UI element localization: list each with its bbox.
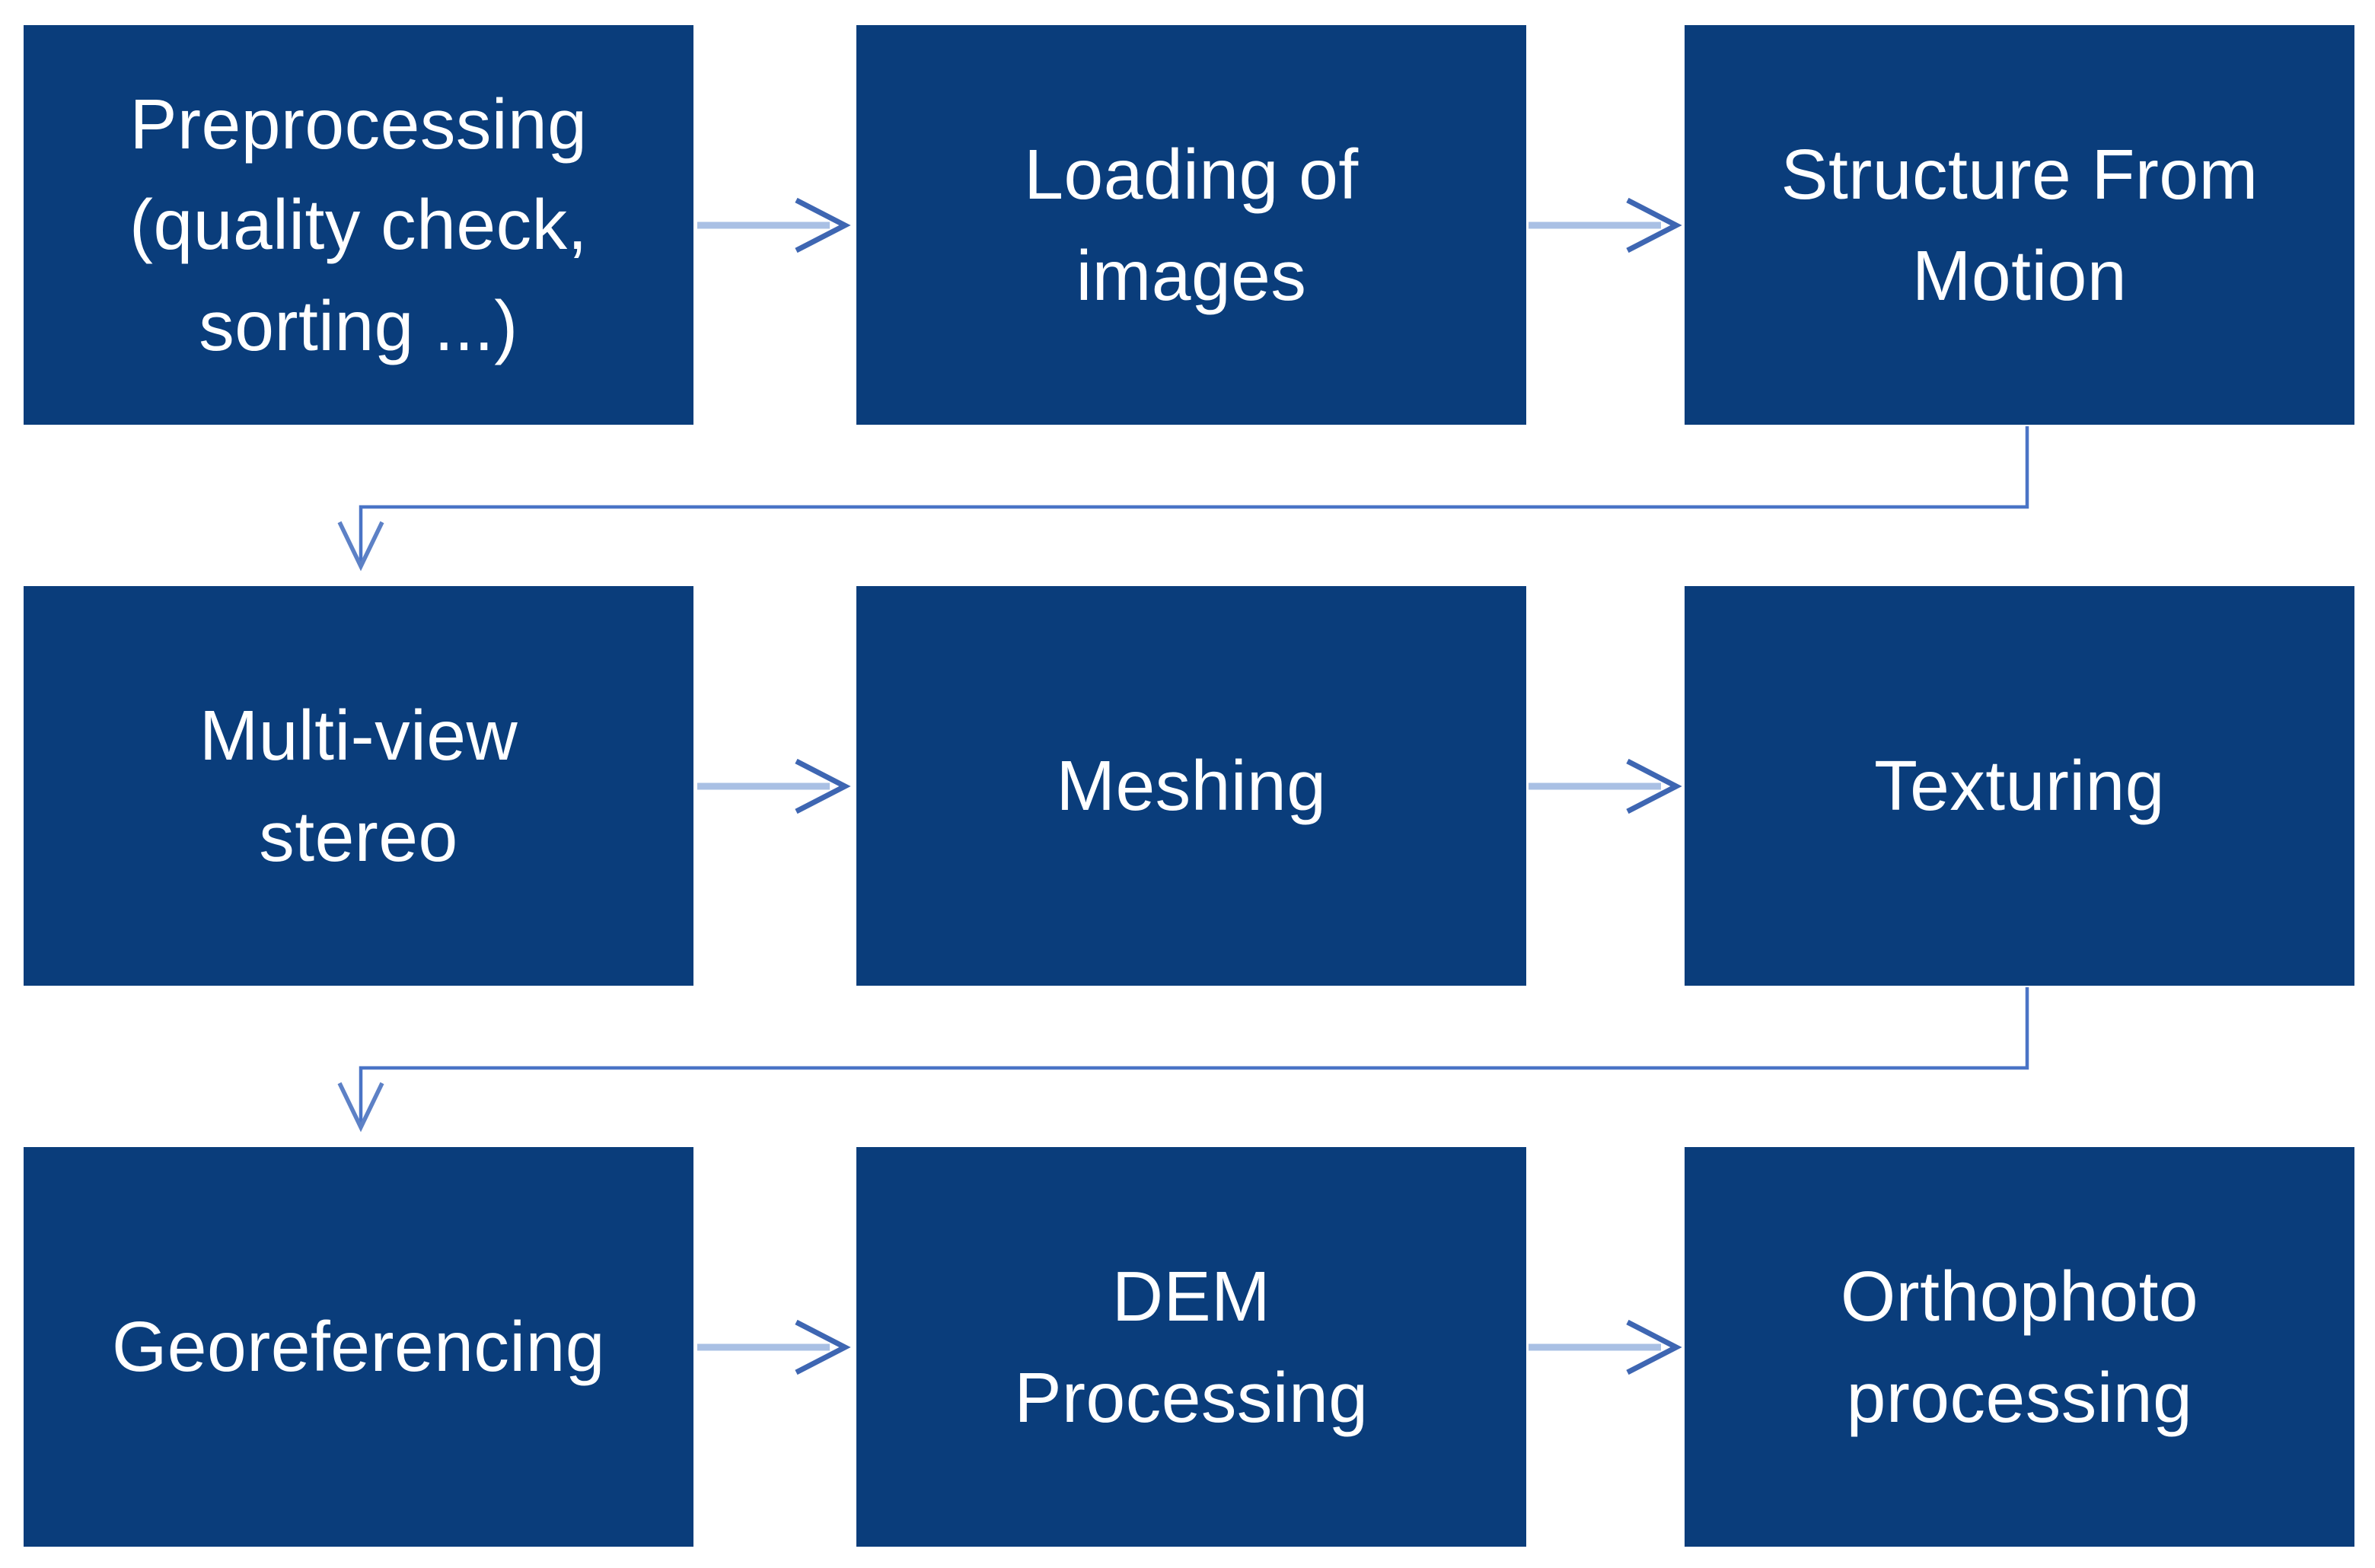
box-label: Texturing bbox=[1874, 746, 2165, 826]
arrow-preprocessing-to-loading bbox=[697, 197, 851, 253]
box-label: Georeferencing bbox=[111, 1307, 606, 1387]
box-label: Preprocessing (quality check, sorting ..… bbox=[129, 84, 588, 365]
box-label: Loading of images bbox=[1024, 135, 1359, 315]
box-label: Meshing bbox=[1056, 746, 1327, 826]
elbow-arrow-texturing-to-georeferencing bbox=[337, 987, 2029, 1133]
box-label: Multi-view stereo bbox=[199, 696, 518, 876]
arrow-dem-to-orthophoto bbox=[1529, 1319, 1682, 1375]
arrow-meshing-to-texturing bbox=[1529, 758, 1682, 814]
box-label: Orthophoto processing bbox=[1840, 1257, 2199, 1437]
box-dem-processing: DEM Processing bbox=[856, 1147, 1526, 1547]
arrow-loading-to-sfm bbox=[1529, 197, 1682, 253]
box-georeferencing: Georeferencing bbox=[24, 1147, 693, 1547]
box-meshing: Meshing bbox=[856, 586, 1526, 986]
box-multi-view-stereo: Multi-view stereo bbox=[24, 586, 693, 986]
box-label: Structure From Motion bbox=[1780, 135, 2259, 315]
box-orthophoto-processing: Orthophoto processing bbox=[1685, 1147, 2354, 1547]
box-structure-from-motion: Structure From Motion bbox=[1685, 25, 2354, 425]
box-preprocessing: Preprocessing (quality check, sorting ..… bbox=[24, 25, 693, 425]
box-texturing: Texturing bbox=[1685, 586, 2354, 986]
arrow-georeferencing-to-dem bbox=[697, 1319, 851, 1375]
box-label: DEM Processing bbox=[1014, 1257, 1369, 1437]
arrow-mvs-to-meshing bbox=[697, 758, 851, 814]
elbow-arrow-sfm-to-multi-view-stereo bbox=[337, 426, 2029, 572]
box-loading-of-images: Loading of images bbox=[856, 25, 1526, 425]
